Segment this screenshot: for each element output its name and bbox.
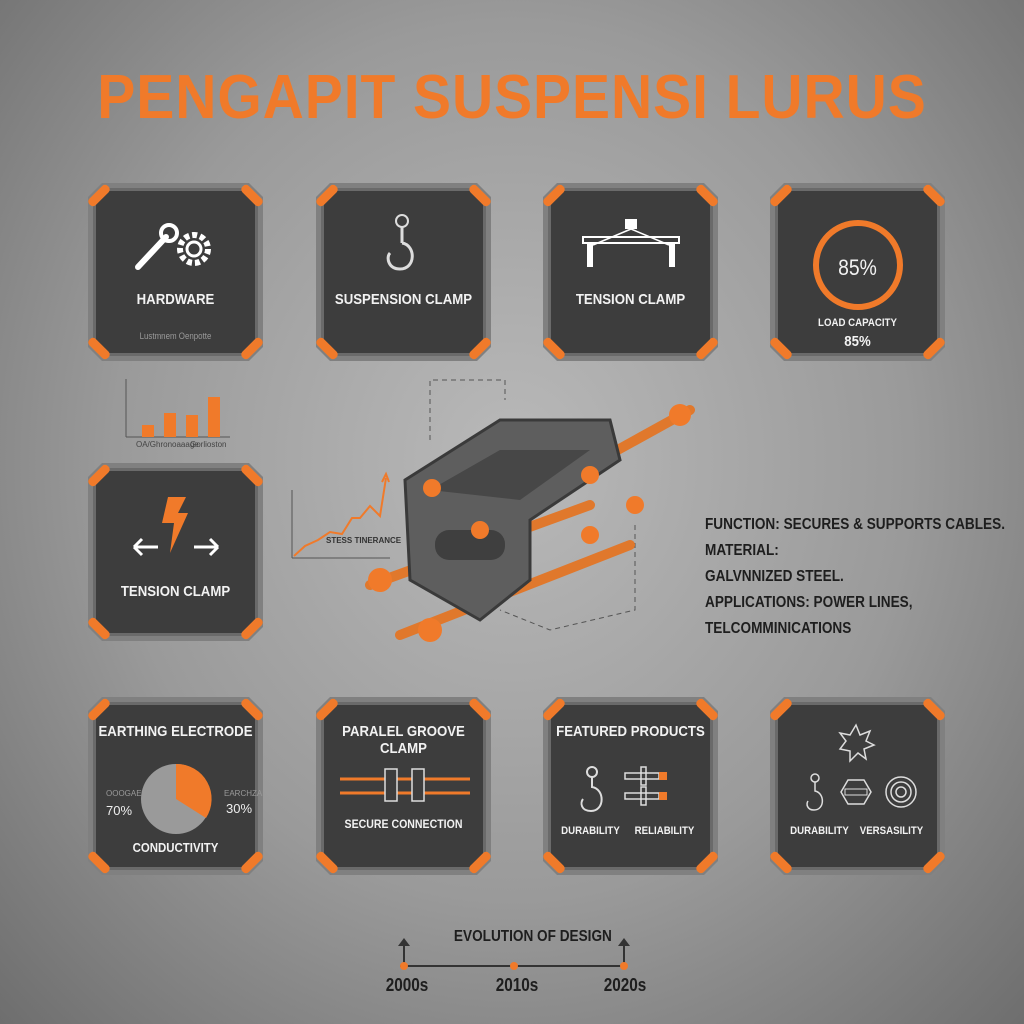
- pie-right-label: EARCHZAN: [224, 789, 269, 798]
- pie-slice-30: [176, 763, 212, 818]
- hook-icon: [806, 773, 824, 811]
- pie-left-label: OOOGAE: [106, 789, 142, 798]
- load-gauge-ring: [813, 220, 903, 310]
- timeline-title: EVOLUTION OF DESIGN: [453, 928, 612, 945]
- panel-label: TENSION CLAMP: [120, 583, 231, 600]
- lightning-arrows-icon: [132, 497, 220, 557]
- bolt-clamp-icon: [624, 766, 667, 806]
- pie-chart: [141, 763, 212, 834]
- panel-label: TENSION CLAMP: [575, 291, 686, 308]
- pie-left-value: 70%: [106, 803, 133, 818]
- panel-suspension-clamp: SUSPENSION CLAMP: [316, 183, 491, 361]
- panel-parallel-groove-clamp: PARALEL GROOVE CLAMP SECURE CONNECTION: [316, 697, 491, 875]
- panel-label: LOAD CAPACITY: [818, 317, 897, 329]
- stress-label: STESS TINERANCE: [326, 536, 402, 545]
- info-line: MATERIAL:: [705, 542, 779, 559]
- feature-reliability: RELIABILITY: [634, 825, 695, 837]
- info-line: FUNCTION: SECURES & SUPPORTS CABLES.: [705, 516, 1005, 533]
- mini-bar-label: Gorlioston: [190, 440, 227, 449]
- info-line: GALVNNIZED STEEL.: [705, 568, 844, 585]
- bar: [186, 415, 198, 437]
- groove-clamp-icon: [340, 768, 470, 802]
- panel-label: PARALEL GROOVE CLAMP: [342, 723, 465, 757]
- timeline-2000s: 2000s: [385, 975, 429, 995]
- stress-line-chart: [291, 471, 390, 559]
- bar: [164, 413, 176, 437]
- star-burst-icon: [838, 723, 876, 763]
- panel-label: HARDWARE: [136, 291, 215, 308]
- panel-tension-clamp: TENSION CLAMP: [543, 183, 718, 361]
- spec-info: FUNCTION: SECURES & SUPPORTS CABLES. MAT…: [705, 512, 1005, 642]
- panel-label: SUSPENSION CLAMP: [334, 291, 473, 308]
- load-sub-value: 85%: [844, 333, 871, 350]
- panel-caption: SECURE CONNECTION: [344, 817, 463, 831]
- feature-versatility: VERSASILITY: [859, 825, 924, 837]
- timeline-2010s: 2010s: [495, 975, 539, 995]
- panel-label: FEATURED PRODUCTS: [556, 723, 705, 740]
- hook-icon: [386, 214, 414, 271]
- timeline-2020s: 2020s: [603, 975, 647, 995]
- panel-hardware: HARDWARE Lustmnem Oenpotte: [88, 183, 263, 361]
- timeline-axis: [398, 938, 630, 970]
- panel-load-capacity: 85% LOAD CAPACITY 85%: [770, 183, 945, 361]
- panel-earthing-electrode: EARTHING ELECTRODE OOOGAE 70% EARCHZAN 3…: [88, 697, 263, 875]
- bar: [208, 397, 220, 437]
- info-line: TELCOMMINICATIONS: [705, 620, 852, 637]
- feature-durability: DURABILITY: [561, 825, 620, 837]
- bar: [142, 425, 154, 437]
- page-title: PENGAPIT SUSPENSI LURUS: [97, 63, 927, 132]
- mini-bar-chart: [125, 379, 230, 438]
- timeline-point: [400, 962, 408, 970]
- feature-durability: DURABILITY: [790, 825, 849, 837]
- tension-clamp-icon: [582, 219, 680, 267]
- clamp-illustration: [365, 379, 695, 642]
- pie-right-value: 30%: [226, 801, 253, 816]
- panel-featured-products: FEATURED PRODUCTS DURABILITY RELIABILITY: [543, 697, 718, 875]
- panel-tension-clamp-2: TENSION CLAMP: [88, 463, 263, 641]
- connector-icon: [840, 779, 872, 805]
- panel-caption: Lustmnem Oenpotte: [139, 331, 212, 341]
- mini-bar-label: OA/Ghronoaaage: [136, 440, 199, 449]
- panel-product-icons: DURABILITY VERSASILITY: [770, 697, 945, 875]
- hook-icon: [580, 766, 603, 813]
- timeline-point: [620, 962, 628, 970]
- cable-coil-icon: [885, 776, 917, 808]
- panel-label: EARTHING ELECTRODE: [98, 723, 253, 740]
- load-value: 85%: [838, 255, 877, 280]
- timeline-point: [510, 962, 518, 970]
- info-line: APPLICATIONS: POWER LINES,: [705, 594, 913, 611]
- panel-caption: CONDUCTIVITY: [132, 840, 219, 855]
- wrench-gear-icon: [135, 223, 211, 270]
